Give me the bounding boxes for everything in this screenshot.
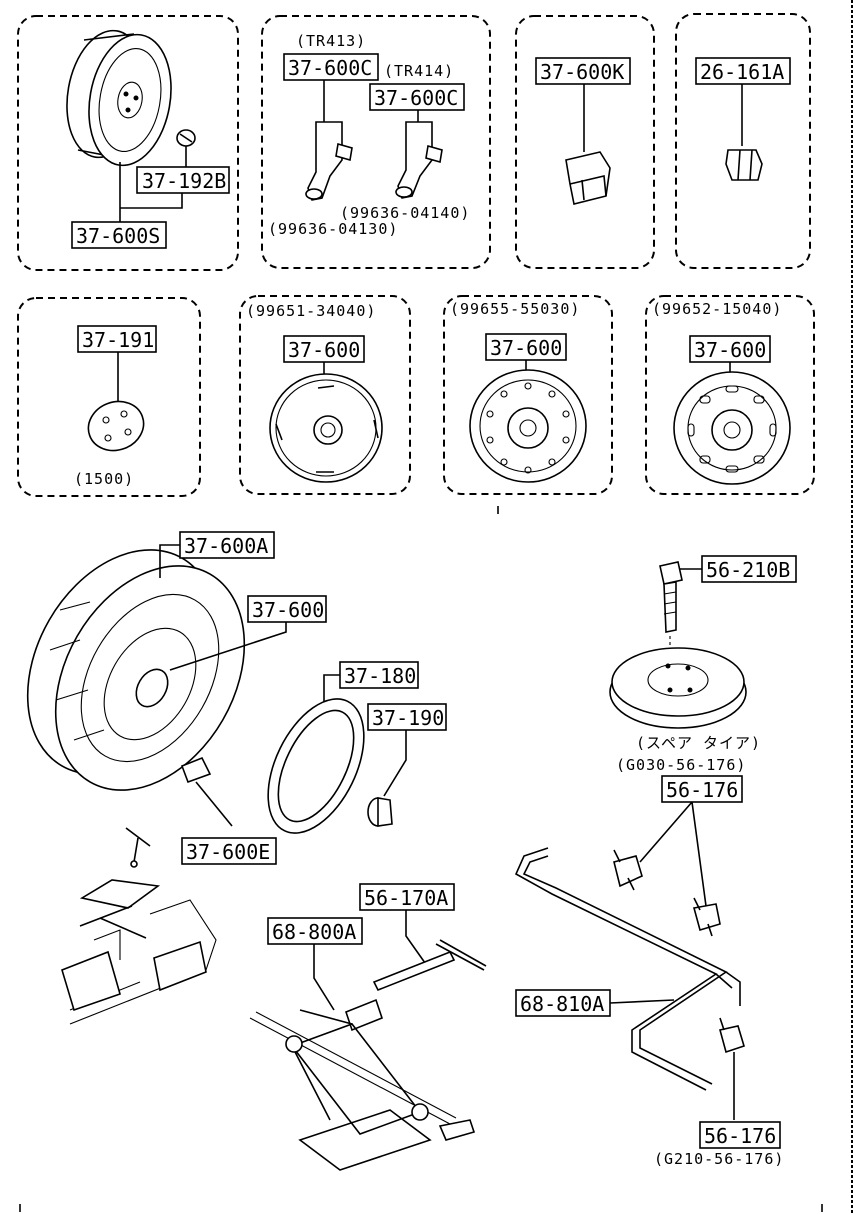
clip-icon bbox=[692, 897, 721, 937]
part-number-56-210b: 56-210B bbox=[706, 558, 790, 582]
note-99655-55030: (99655-55030) bbox=[450, 300, 580, 318]
t-bolt-icon bbox=[125, 827, 151, 868]
leader-56-176-a bbox=[639, 801, 707, 907]
group-box-steel-wheel-1 bbox=[239, 295, 411, 495]
part-number-56-170a: 56-170A bbox=[364, 886, 448, 910]
part-label-box bbox=[661, 775, 743, 803]
part-label-box bbox=[267, 917, 363, 945]
note-1500: (1500) bbox=[74, 470, 134, 488]
group-box-steel-wheel-2 bbox=[443, 295, 613, 495]
part-label-box bbox=[77, 325, 157, 353]
part-number-37-190: 37-190 bbox=[372, 706, 444, 730]
part-number-37-600c-1: 37-600C bbox=[288, 56, 372, 80]
part-label-box bbox=[535, 57, 631, 85]
part-label-box bbox=[283, 53, 379, 81]
part-number-37-600e: 37-600E bbox=[186, 840, 270, 864]
leader-37-600e bbox=[195, 781, 233, 827]
part-number-37-180: 37-180 bbox=[344, 664, 416, 688]
part-number-37-600s: 37-600S bbox=[76, 224, 160, 248]
group-box-nut bbox=[675, 13, 811, 269]
spare-tire-flat-icon bbox=[609, 647, 747, 729]
part-number-68-800a: 68-800A bbox=[272, 920, 356, 944]
note-tr414: (TR414) bbox=[384, 62, 454, 80]
part-label-box bbox=[181, 837, 277, 865]
part-number-56-176-a: 56-176 bbox=[666, 778, 738, 802]
part-label-box bbox=[699, 1121, 781, 1149]
balance-weight-icon bbox=[565, 151, 611, 205]
hold-down-bolt-icon bbox=[659, 561, 683, 633]
note-99652-15040: (99652-15040) bbox=[652, 300, 782, 318]
vehicle-storage-sketch-icon bbox=[61, 879, 217, 1025]
part-label-box bbox=[136, 166, 230, 194]
jack-handle-icon bbox=[514, 847, 741, 1091]
part-label-box bbox=[247, 595, 327, 623]
note-99636-04140: (99636-04140) bbox=[340, 204, 470, 222]
part-label-box bbox=[359, 883, 455, 911]
alloy-wheel-icon bbox=[66, 29, 172, 167]
part-number-68-810a: 68-810A bbox=[520, 992, 604, 1016]
steel-wheel-icon bbox=[469, 369, 587, 483]
part-number-37-600c-2: 37-600C bbox=[374, 86, 458, 110]
tire-cover-ring-icon bbox=[267, 698, 365, 834]
part-number-37-600-d: 37-600 bbox=[252, 598, 324, 622]
bushing-icon bbox=[367, 797, 393, 827]
steel-wheel-icon bbox=[269, 373, 383, 483]
valve-stem-icon bbox=[305, 121, 353, 201]
part-number-37-600k: 37-600K bbox=[540, 60, 624, 84]
leader-37-600s bbox=[119, 162, 183, 222]
part-label-box bbox=[369, 83, 465, 111]
center-cap-icon bbox=[176, 129, 196, 147]
scissor-jack-icon bbox=[249, 998, 476, 1171]
part-number-37-600-a: 37-600 bbox=[288, 338, 360, 362]
leader-37-600-d bbox=[169, 622, 287, 671]
leader-37-600a bbox=[159, 544, 180, 578]
wheel-nut-icon bbox=[725, 149, 763, 181]
leader-68-800a bbox=[313, 944, 335, 1011]
part-label-box bbox=[695, 57, 791, 85]
wedge-block-icon bbox=[180, 756, 212, 784]
clip-icon bbox=[719, 1017, 745, 1054]
note-99651-34040: (99651-34040) bbox=[246, 302, 376, 320]
part-number-37-600-c: 37-600 bbox=[694, 338, 766, 362]
part-label-box bbox=[367, 703, 447, 731]
group-box-hub-cap bbox=[17, 297, 201, 497]
note-spare-tire: (スペア タイア) bbox=[636, 734, 761, 752]
note-g210-56-176: (G210-56-176) bbox=[654, 1150, 784, 1168]
part-label-box bbox=[701, 555, 797, 583]
part-number-56-176-b: 56-176 bbox=[704, 1124, 776, 1148]
group-box-valves bbox=[261, 15, 491, 269]
hub-cap-icon bbox=[87, 400, 145, 452]
valve-stem-icon bbox=[395, 121, 443, 199]
note-tr413: (TR413) bbox=[296, 32, 366, 50]
t-wrench-icon bbox=[372, 939, 487, 992]
clip-icon bbox=[613, 849, 643, 891]
spare-tire-assembly-icon bbox=[26, 549, 246, 791]
group-box-balance-weight bbox=[515, 15, 655, 269]
part-number-37-600a: 37-600A bbox=[184, 534, 268, 558]
part-number-37-600-b: 37-600 bbox=[490, 336, 562, 360]
group-box-steel-wheel-3 bbox=[645, 295, 815, 495]
leader-37-190 bbox=[383, 730, 407, 797]
note-99636-04130: (99636-04130) bbox=[268, 220, 398, 238]
part-number-26-161a: 26-161A bbox=[700, 60, 784, 84]
part-number-37-192b: 37-192B bbox=[142, 169, 226, 193]
note-g030-56-176: (G030-56-176) bbox=[616, 756, 746, 774]
leader-56-170a bbox=[405, 910, 431, 971]
part-label-box bbox=[71, 221, 167, 249]
part-label-box bbox=[179, 531, 275, 559]
part-number-37-191: 37-191 bbox=[82, 328, 154, 352]
steel-wheel-icon bbox=[673, 371, 791, 485]
leader-68-810a bbox=[609, 999, 675, 1004]
